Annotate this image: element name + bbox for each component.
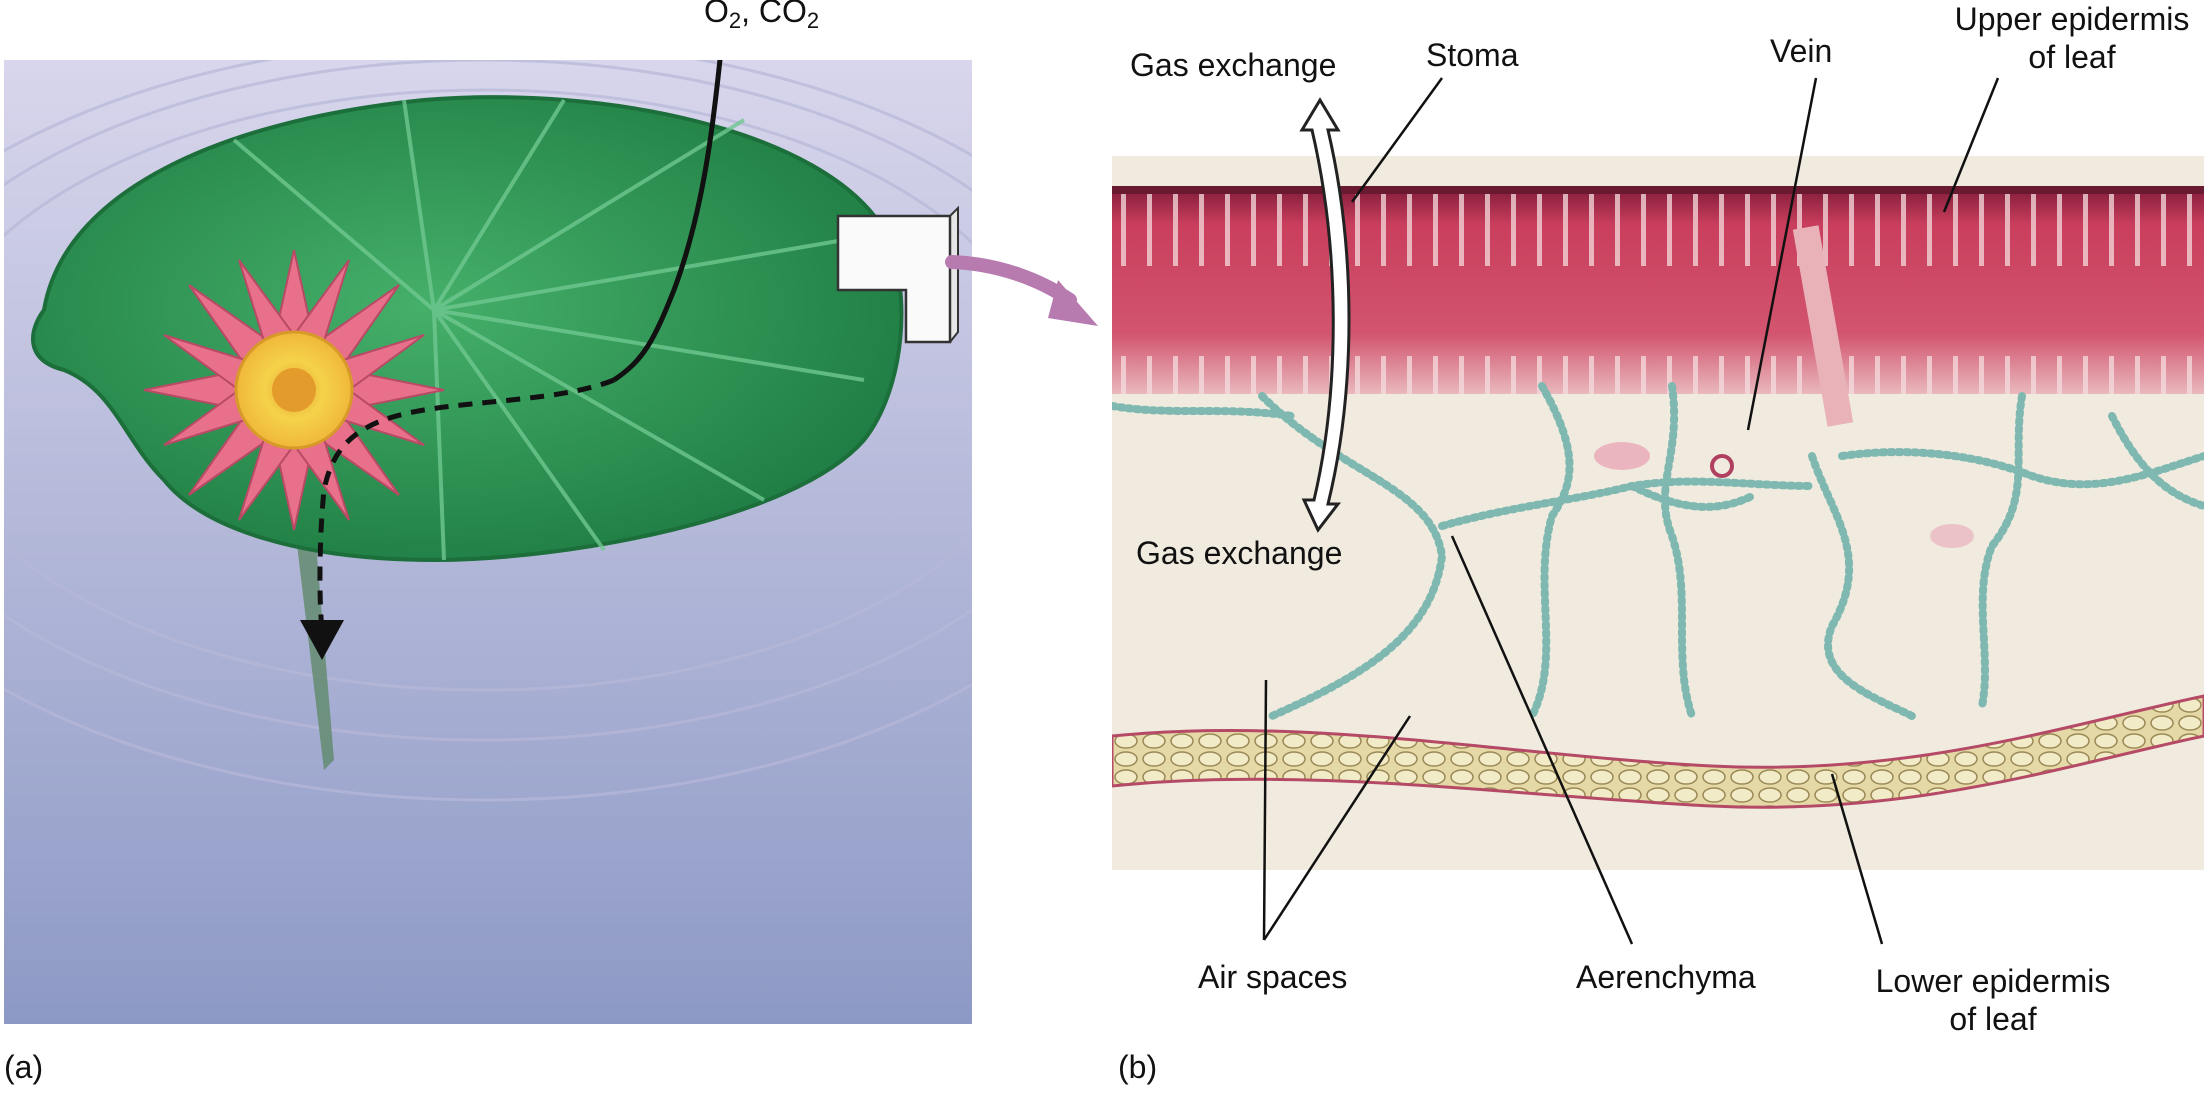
lily-pad-veins (232, 98, 865, 561)
lower-epidermis-line-1: Lower epidermis (1875, 963, 2111, 999)
gas-path-solid (612, 60, 723, 383)
vein-label: Vein (1770, 33, 1833, 69)
water-lily-illustration (4, 60, 972, 1024)
upper-epidermis-line-1: Upper epidermis (1954, 1, 2190, 37)
gas-path-arrowhead (300, 620, 344, 660)
leaf-cross-section-micrograph (1112, 156, 2204, 870)
panel-b-letter: (b) (1118, 1049, 1158, 1085)
lower-epidermis-line-2: of leaf (1949, 1001, 2037, 1037)
panel-a-letter: (a) (4, 1049, 44, 1085)
upper-epidermis (1112, 186, 2204, 196)
water-ripples (4, 60, 972, 802)
cutout-marker (836, 205, 959, 344)
upper-epidermis-label: Upper epidermis of leaf (1940, 0, 2204, 76)
zoom-arrowhead (1048, 280, 1098, 326)
air-spaces-label: Air spaces (1198, 959, 1348, 995)
vein-cell (1710, 454, 1734, 478)
lower-epidermis-label: Lower epidermis of leaf (1848, 962, 2138, 1038)
upper-epidermis-line-2: of leaf (2028, 39, 2116, 75)
gas-exchange-top-label: Gas exchange (1130, 47, 1337, 83)
lily-flower (143, 249, 445, 531)
gas-exchange-bottom-label: Gas exchange (1136, 535, 1343, 571)
gas-label-o2-co2: O2, CO2 (704, 0, 820, 33)
aerenchyma-label: Aerenchyma (1576, 959, 1756, 995)
stoma-label: Stoma (1426, 37, 1519, 73)
